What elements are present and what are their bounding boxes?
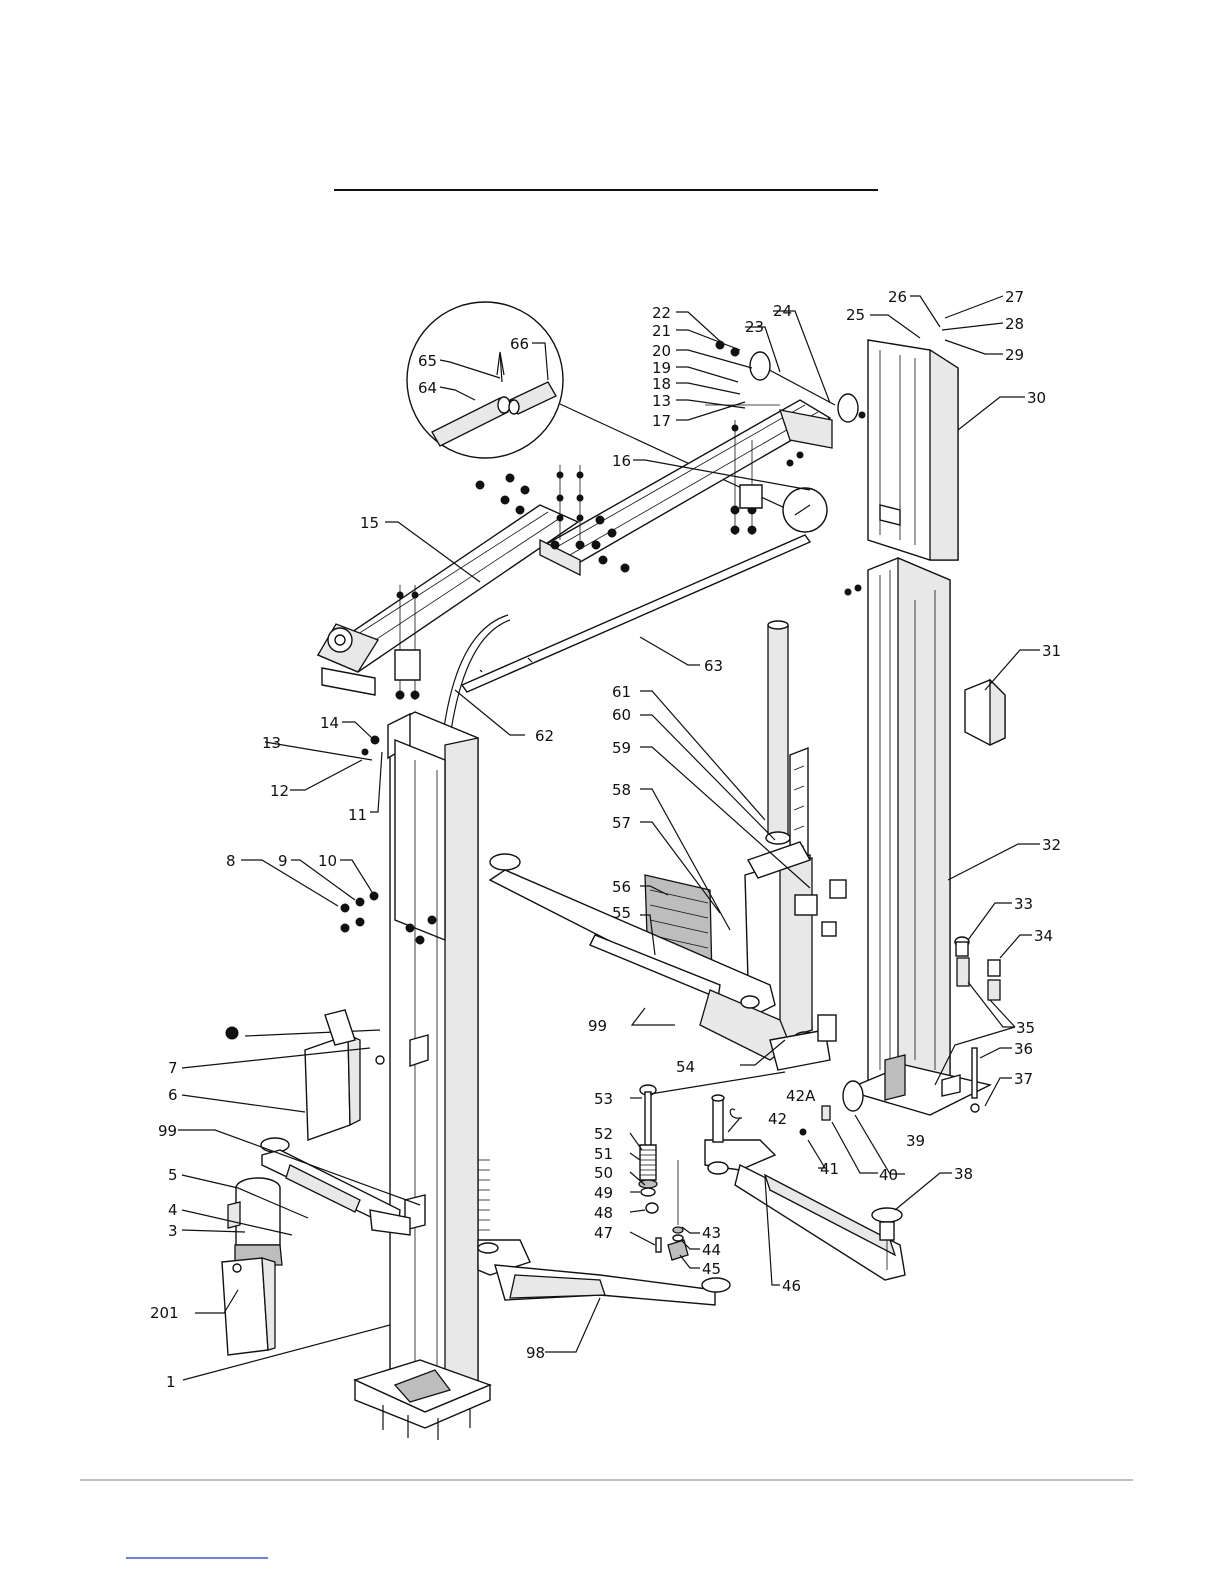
label-40: 40 [879,1166,898,1184]
label-26: 26 [888,288,907,306]
label-6: 6 [168,1086,178,1104]
label-35: 35 [1016,1019,1035,1037]
label-46: 46 [782,1277,801,1295]
label-16: 16 [612,452,631,470]
label-42a: 42A [786,1087,816,1105]
label-50: 50 [594,1164,613,1182]
label-45: 45 [702,1260,721,1278]
label-42: 42 [768,1110,787,1128]
label-98: 98 [526,1344,545,1362]
label-66: 66 [510,335,529,353]
label-61: 61 [612,683,631,701]
label-24: 24 [773,302,792,320]
label-4: 4 [168,1201,178,1219]
label-29: 29 [1005,346,1024,364]
label-21: 21 [652,322,671,340]
label-44: 44 [702,1241,721,1259]
label-54: 54 [676,1058,695,1076]
carriage-assembly [490,621,846,1070]
label-58: 58 [612,781,631,799]
label-43: 43 [702,1224,721,1242]
label-57: 57 [612,814,631,832]
label-5: 5 [168,1166,178,1184]
label-38: 38 [954,1165,973,1183]
label-13-right: 13 [652,392,671,410]
detail-callout [407,302,827,532]
label-1: 1 [166,1373,176,1391]
label-36: 36 [1014,1040,1033,1058]
label-23: 23 [745,318,764,336]
label-15: 15 [360,514,379,532]
label-59: 59 [612,739,631,757]
label-20: 20 [652,342,671,360]
label-63: 63 [704,657,723,675]
label-14: 14 [320,714,339,732]
label-25: 25 [846,306,865,324]
label-60: 60 [612,706,631,724]
label-47: 47 [594,1224,613,1242]
label-55: 55 [612,904,631,922]
label-13-left: 13 [262,734,281,752]
label-33: 33 [1014,895,1033,913]
label-32: 32 [1042,836,1061,854]
label-8: 8 [226,852,236,870]
arm-pin-stack [639,1085,688,1260]
arm-99-left [261,1138,410,1235]
label-11: 11 [348,806,367,824]
label-19: 19 [652,359,671,377]
label-27: 27 [1005,288,1024,306]
label-10: 10 [318,852,337,870]
arm-46 [705,1095,905,1280]
label-41: 41 [820,1160,839,1178]
label-3: 3 [168,1222,178,1240]
label-18: 18 [652,375,671,393]
label-34: 34 [1034,927,1053,945]
label-48: 48 [594,1204,613,1222]
label-31: 31 [1042,642,1061,660]
label-201: 201 [150,1304,179,1322]
arm-98 [478,1240,730,1305]
label-62: 62 [535,727,554,745]
label-52: 52 [594,1125,613,1143]
label-9: 9 [278,852,288,870]
label-12: 12 [270,782,289,800]
label-99-right: 99 [588,1017,607,1035]
label-22: 22 [652,304,671,322]
label-99-left: 99 [158,1122,177,1140]
label-39: 39 [906,1132,925,1150]
label-64: 64 [418,379,437,397]
label-30: 30 [1027,389,1046,407]
label-56: 56 [612,878,631,896]
power-unit [222,1178,282,1355]
label-51: 51 [594,1145,613,1163]
label-49: 49 [594,1184,613,1202]
label-28: 28 [1005,315,1024,333]
label-53: 53 [594,1090,613,1108]
label-65: 65 [418,352,437,370]
label-37: 37 [1014,1070,1033,1088]
label-17: 17 [652,412,671,430]
label-7: 7 [168,1059,178,1077]
